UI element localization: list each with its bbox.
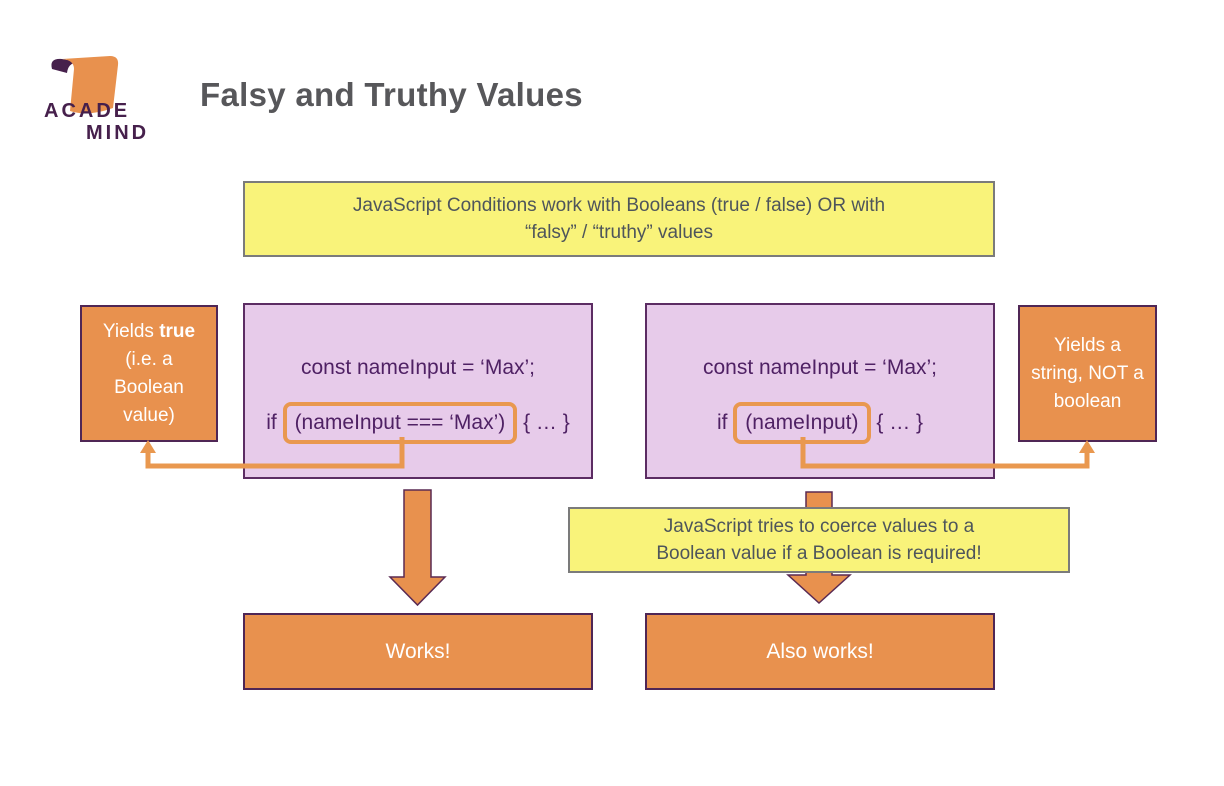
logo-text-mind: MIND xyxy=(86,122,150,144)
left-code-if: if xyxy=(266,411,283,434)
left-code-line1: const nameInput = ‘Max’; xyxy=(300,356,536,379)
right-code-line1: const nameInput = ‘Max’; xyxy=(702,356,938,379)
yields-string-note: Yields a string, NOT a boolean xyxy=(1018,305,1157,442)
left-code-highlight: (nameInput === ‘Max’) xyxy=(282,402,518,444)
coerce-note-box: JavaScript tries to coerce values to a B… xyxy=(568,507,1070,573)
down-arrow-left xyxy=(388,489,447,607)
truthy-check-code-box: const nameInput = ‘Max’; if (nameInput) … xyxy=(645,303,995,479)
intro-note-line2: “falsy” / “truthy” values xyxy=(525,222,713,243)
yields-string-text: Yields a string, NOT a boolean xyxy=(1031,334,1144,412)
left-code-suffix: { … } xyxy=(517,411,570,434)
also-works-result-box: Also works! xyxy=(645,613,995,690)
right-code-line2: if (nameInput) { … } xyxy=(647,401,993,445)
coerce-note-line1: JavaScript tries to coerce values to a xyxy=(663,516,975,537)
also-works-label: Also works! xyxy=(766,639,874,663)
coerce-note-line2: Boolean value if a Boolean is required! xyxy=(656,543,982,564)
academind-logo-icon xyxy=(51,56,119,114)
yields-true-bold: true xyxy=(159,320,196,342)
intro-note-line1: JavaScript Conditions work with Booleans… xyxy=(352,195,886,216)
works-result-box: Works! xyxy=(243,613,593,690)
yields-true-prefix: Yields xyxy=(102,320,160,342)
yields-true-note: Yields true (i.e. a Boolean value) xyxy=(80,305,218,442)
right-code-if: if xyxy=(716,411,734,434)
works-label: Works! xyxy=(385,639,451,663)
left-code-line2: if (nameInput === ‘Max’) { … } xyxy=(245,401,591,445)
yields-true-text: Yields true (i.e. a Boolean value) xyxy=(92,318,206,430)
intro-note-box: JavaScript Conditions work with Booleans… xyxy=(243,181,995,257)
right-code-highlight: (nameInput) xyxy=(733,402,871,444)
yields-true-rest: (i.e. a Boolean value) xyxy=(114,348,184,426)
right-code-suffix: { … } xyxy=(870,411,924,434)
logo-text-acade: ACADE xyxy=(44,100,131,122)
page-title: Falsy and Truthy Values xyxy=(200,76,583,113)
strict-comparison-code-box: const nameInput = ‘Max’; if (nameInput =… xyxy=(243,303,593,479)
